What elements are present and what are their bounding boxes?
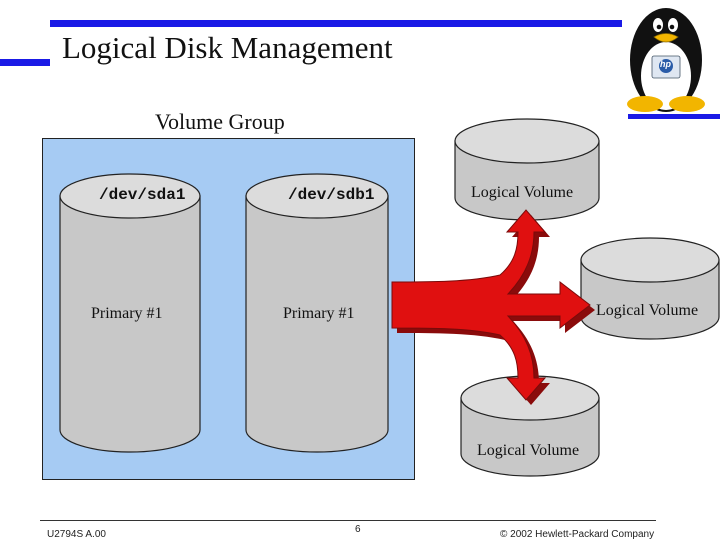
split-arrow: [392, 210, 590, 400]
footer-rule: [40, 520, 656, 521]
logical-volume-cylinder-2: [581, 238, 719, 339]
disk-partition-label-1: Primary #1: [91, 305, 163, 323]
disk-partition-label-2: Primary #1: [283, 305, 355, 323]
footer-copyright: © 2002 Hewlett-Packard Company: [500, 529, 654, 540]
footer-page-number: 6: [355, 524, 361, 535]
logical-volume-label-1: Logical Volume: [471, 184, 573, 202]
disk-device-label-2: /dev/sdb1: [288, 186, 374, 204]
disk-device-label-1: /dev/sda1: [99, 186, 185, 204]
hp-logo-text: hp: [660, 59, 671, 69]
logical-volume-label-2: Logical Volume: [596, 302, 698, 320]
logical-volume-cylinder-1: [455, 119, 599, 220]
logical-volume-label-3: Logical Volume: [477, 442, 579, 460]
footer-course-code: U2794S A.00: [47, 529, 106, 540]
